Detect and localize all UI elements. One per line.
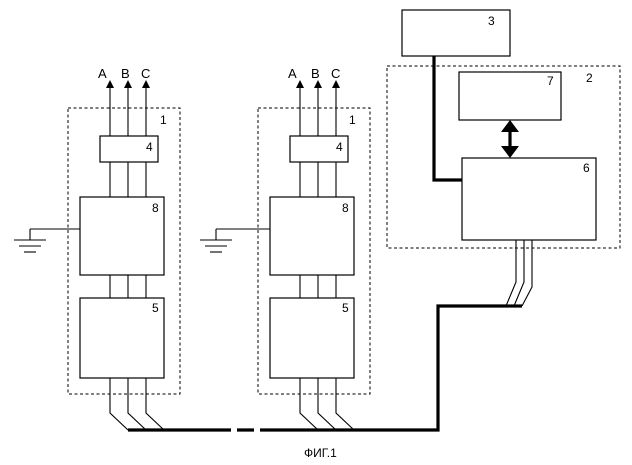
bus-tap bbox=[336, 378, 354, 430]
arrow-down-icon bbox=[501, 146, 519, 158]
link-3-to-6 bbox=[434, 56, 462, 180]
phase-a-label: A bbox=[288, 66, 297, 81]
module-left: 1 A B C 4 8 5 bbox=[14, 66, 180, 430]
arrow-up-icon bbox=[501, 120, 519, 132]
middle-block-label: 8 bbox=[342, 201, 349, 215]
block-6 bbox=[462, 158, 596, 240]
controller: 3 2 7 6 bbox=[387, 10, 620, 306]
cable-from-6 bbox=[506, 240, 516, 306]
middle-block-label: 8 bbox=[152, 201, 159, 215]
bus-tap bbox=[146, 378, 164, 430]
ground-icon bbox=[200, 240, 232, 252]
switch-block-label: 4 bbox=[336, 140, 343, 154]
module-right: 1 A B C 4 8 5 bbox=[200, 66, 370, 430]
bus-tap bbox=[110, 378, 128, 430]
module-right-group-label: 1 bbox=[349, 113, 356, 127]
bus-tap bbox=[300, 378, 318, 430]
block-6-label: 6 bbox=[583, 161, 590, 175]
top-block-label: 3 bbox=[488, 14, 495, 28]
block-7 bbox=[459, 72, 561, 120]
phase-b-label: B bbox=[311, 66, 320, 81]
ground-icon bbox=[14, 240, 46, 252]
switch-block-label: 4 bbox=[146, 140, 153, 154]
bus-tap bbox=[128, 378, 146, 430]
lower-block-label: 5 bbox=[342, 301, 349, 315]
phase-c-label: C bbox=[331, 66, 340, 81]
lower-block-label: 5 bbox=[152, 301, 159, 315]
module-left-group-label: 1 bbox=[160, 113, 167, 127]
phase-a-label: A bbox=[98, 66, 107, 81]
phase-c-label: C bbox=[141, 66, 150, 81]
block-7-label: 7 bbox=[547, 74, 554, 88]
phase-b-label: B bbox=[121, 66, 130, 81]
figure-caption: ФИГ.1 bbox=[304, 446, 337, 460]
bus-tap bbox=[318, 378, 336, 430]
controller-group-label: 2 bbox=[586, 71, 593, 85]
